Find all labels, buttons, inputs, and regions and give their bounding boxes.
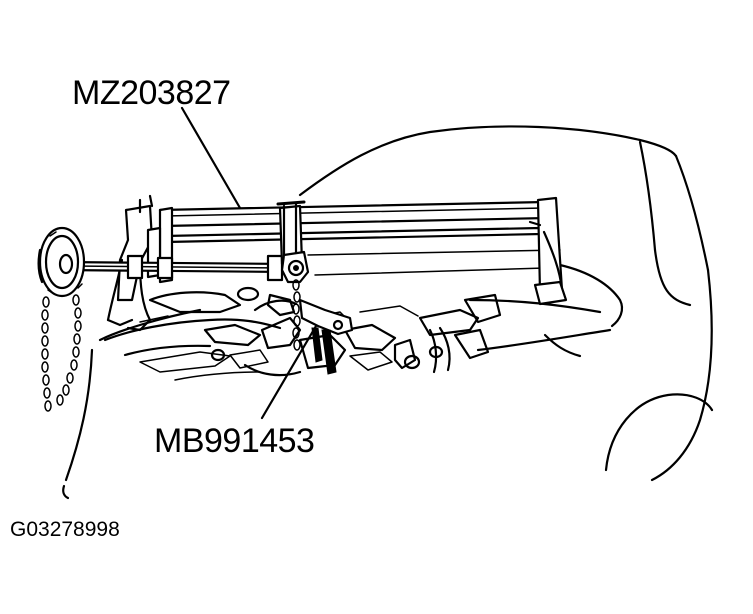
support-fixture <box>58 194 568 332</box>
figure-id: G03278998 <box>10 518 120 541</box>
engine-hanger <box>266 279 354 375</box>
leader-line-mb991453 <box>260 324 318 420</box>
callout-mz203827: MZ203827 <box>72 74 231 112</box>
vehicle-body-outline <box>62 125 714 500</box>
pulley-and-chain <box>37 226 86 412</box>
callout-mb991453: MB991453 <box>154 422 314 460</box>
leader-lines <box>180 106 318 420</box>
leader-line-mz203827 <box>180 106 242 210</box>
